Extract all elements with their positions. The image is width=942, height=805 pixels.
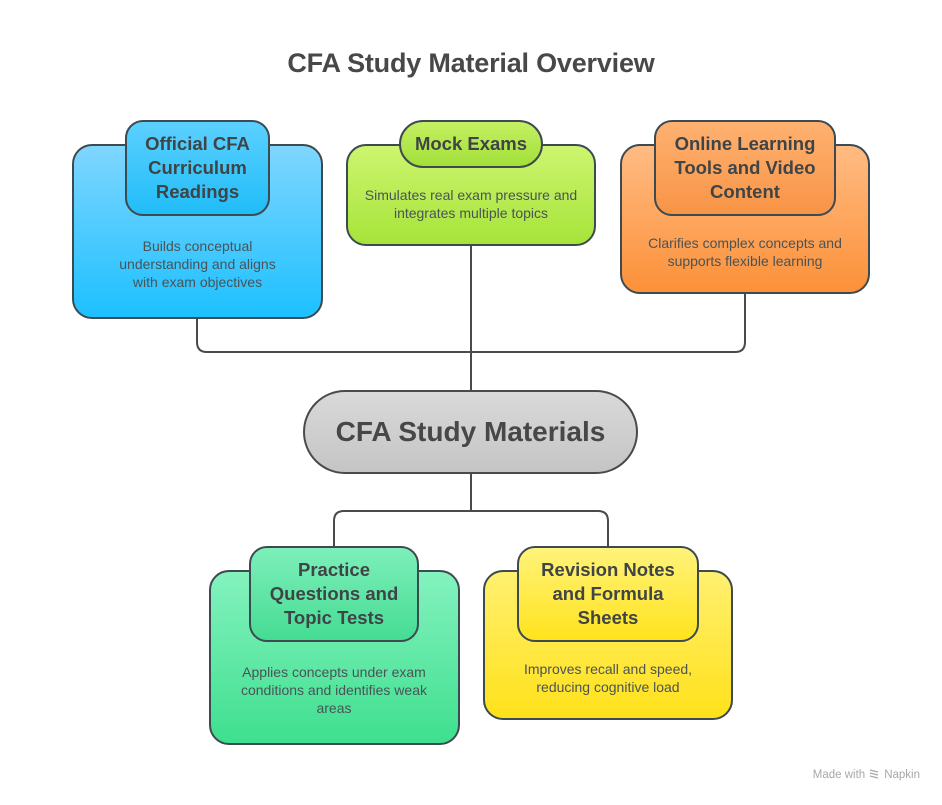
header-line: Content — [710, 181, 780, 202]
card-description: Builds conceptual understanding and alig… — [119, 238, 276, 290]
header-line: Readings — [155, 181, 240, 202]
card-header: Official CFA Curriculum Readings — [125, 120, 270, 216]
napkin-logo-icon — [869, 768, 880, 782]
header-line: Questions and — [269, 583, 399, 604]
card-header: Revision Notes and Formula Sheets — [517, 546, 699, 642]
card-description: Clarifies complex concepts and supports … — [648, 235, 842, 269]
card-description: Improves recall and speed, reducing cogn… — [523, 661, 693, 695]
header-line: and Formula — [552, 583, 664, 604]
card-description: Simulates real exam pressure and integra… — [364, 187, 578, 221]
header-line: Practice — [298, 559, 370, 580]
header-line: Mock Exams — [414, 133, 528, 154]
center-node: CFA Study Materials — [303, 390, 638, 474]
header-line: Curriculum — [148, 157, 247, 178]
card-header: Online Learning Tools and Video Content — [654, 120, 836, 216]
footer-brand: Napkin — [884, 769, 920, 781]
header-line: Topic Tests — [283, 607, 385, 628]
footer-made-with: Made with — [812, 769, 866, 781]
header-line: Sheets — [577, 607, 639, 628]
header-line: Tools and Video — [674, 157, 816, 178]
diagram-title: CFA Study Material Overview — [287, 48, 655, 78]
header-line: Official CFA — [145, 133, 250, 154]
connector-bottom-bus — [333, 510, 609, 546]
card-header: Practice Questions and Topic Tests — [249, 546, 419, 642]
header-line: Revision Notes — [541, 559, 675, 580]
card-description: Applies concepts under exam conditions a… — [240, 664, 427, 716]
header-line: Online Learning — [674, 133, 816, 154]
card-header: Mock Exams — [399, 120, 543, 168]
footer-watermark: Made with Napkin — [813, 768, 920, 782]
